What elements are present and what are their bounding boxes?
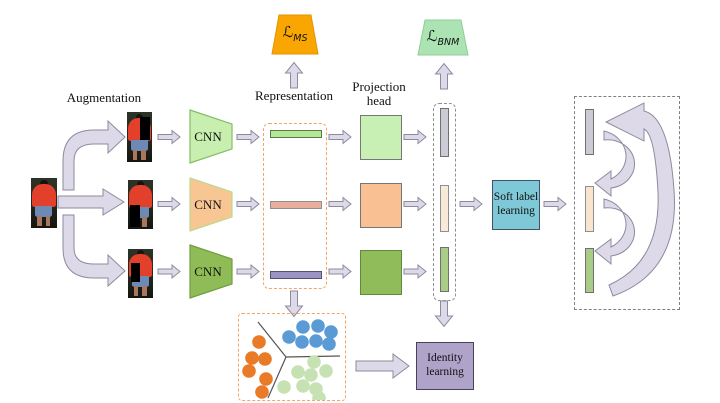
green-cluster-dot <box>277 380 291 394</box>
cnn3-label: CNN <box>194 264 222 279</box>
cnn-block-2 <box>189 177 233 232</box>
arrow-aug1-to-cnn1 <box>157 130 181 144</box>
orange-cluster-dot <box>255 385 269 399</box>
identity-learning-box: Identity learning <box>416 342 474 390</box>
blue-cluster-dot <box>295 335 309 349</box>
arrow-proj1-to-embed1 <box>403 130 427 144</box>
erasing-patch <box>130 262 140 283</box>
blue-cluster-dot <box>309 334 323 348</box>
arrow-proj2-to-embed2 <box>403 197 427 211</box>
cnn-block-1 <box>189 109 233 164</box>
arrow-rep3-to-proj3 <box>328 264 352 279</box>
cluster-plot <box>242 319 341 400</box>
orange-cluster-dot <box>258 352 272 366</box>
green-cluster-dot <box>312 391 326 400</box>
embedding-dashed-box <box>433 103 456 301</box>
memory-arrow-2-to-3 <box>594 198 636 266</box>
arrow-aug2-to-cnn2 <box>157 197 181 211</box>
projection-head-label: Projection head <box>352 79 406 108</box>
person-leg <box>45 216 51 226</box>
cluster-boundary-line <box>257 321 287 358</box>
person-photo-original <box>31 178 57 228</box>
arrow-rep2-to-proj2 <box>328 197 352 211</box>
person-photo-aug-2 <box>128 180 153 229</box>
person-leg <box>36 216 42 226</box>
memory-dashed-box <box>574 96 680 310</box>
memory-bar-1 <box>585 109 594 155</box>
representation-label: Representation <box>255 88 333 103</box>
blue-cluster-dot <box>322 337 336 351</box>
cnn2-label: CNN <box>194 197 222 212</box>
orange-cluster-dot <box>252 335 266 349</box>
person-shirt <box>32 183 56 207</box>
memory-arrow-1-to-2 <box>594 130 636 198</box>
branch-arrow-middle <box>57 188 125 216</box>
loss-bnm-block <box>417 19 469 56</box>
memory-bar-3 <box>585 248 594 293</box>
cnn1-label: CNN <box>194 129 222 144</box>
person-head <box>40 179 48 186</box>
arrow-rep-to-loss-ms <box>285 62 303 89</box>
rep-bar-1 <box>270 129 322 138</box>
orange-cluster-dot <box>242 364 256 378</box>
loss-ms-label: ℒMS <box>282 23 308 44</box>
embedding-bar-3 <box>440 247 449 292</box>
cnn-block-3 <box>189 244 233 299</box>
cluster-boundary-line <box>267 356 287 399</box>
blue-cluster-dot <box>311 319 325 333</box>
arrow-proj3-to-embed3 <box>403 264 427 279</box>
arrow-cnn2-to-rep2 <box>236 197 260 211</box>
blue-cluster-dot <box>282 330 296 344</box>
embedding-bar-1 <box>440 108 449 157</box>
erasing-patch <box>140 117 150 140</box>
representation-dashed-box <box>263 123 327 289</box>
memory-bar-2 <box>585 186 594 232</box>
memory-arrow-3-to-1 <box>604 102 675 297</box>
person-photo-aug-3 <box>128 249 153 298</box>
branch-arrow-top <box>62 119 126 191</box>
rep-bar-3 <box>270 270 322 279</box>
arrow-embed-to-softlabel <box>459 197 483 211</box>
rep-bar-2 <box>270 200 322 209</box>
projection-rect-2 <box>360 183 402 228</box>
loss-bnm-label: ℒBNM <box>426 27 460 48</box>
branch-arrow-bottom <box>62 214 126 288</box>
arrow-embed-to-loss-bnm <box>435 63 453 90</box>
green-cluster-dot <box>307 355 321 369</box>
green-cluster-dot <box>319 364 333 378</box>
green-cluster-dot <box>304 368 318 382</box>
blue-cluster-dot <box>324 325 338 339</box>
projection-rect-3 <box>360 250 402 295</box>
arrow-embed-to-identity <box>435 300 453 327</box>
orange-cluster-dot <box>259 372 273 386</box>
person-photo-aug-1 <box>127 112 152 162</box>
arrow-softlabel-to-memory <box>543 197 567 211</box>
soft-label-learning-box: Soft label learning <box>492 180 540 230</box>
orange-cluster-dot <box>245 351 259 365</box>
arrow-cnn1-to-rep1 <box>236 130 260 144</box>
arrow-rep1-to-proj1 <box>328 130 352 144</box>
loss-ms-block <box>271 14 319 55</box>
person-shorts <box>35 205 53 217</box>
green-cluster-dot <box>291 365 305 379</box>
arrow-clusters-to-identity <box>355 353 410 379</box>
embedding-bar-2 <box>440 185 449 232</box>
arrow-cnn3-to-rep3 <box>236 264 260 279</box>
blue-cluster-dot <box>296 320 310 334</box>
arrow-aug3-to-cnn3 <box>157 264 181 279</box>
cluster-dashed-box <box>238 313 346 401</box>
projection-rect-1 <box>360 115 402 160</box>
green-cluster-dot <box>296 379 310 393</box>
augmentation-label: Augmentation <box>66 90 142 105</box>
erasing-patch <box>129 205 140 228</box>
